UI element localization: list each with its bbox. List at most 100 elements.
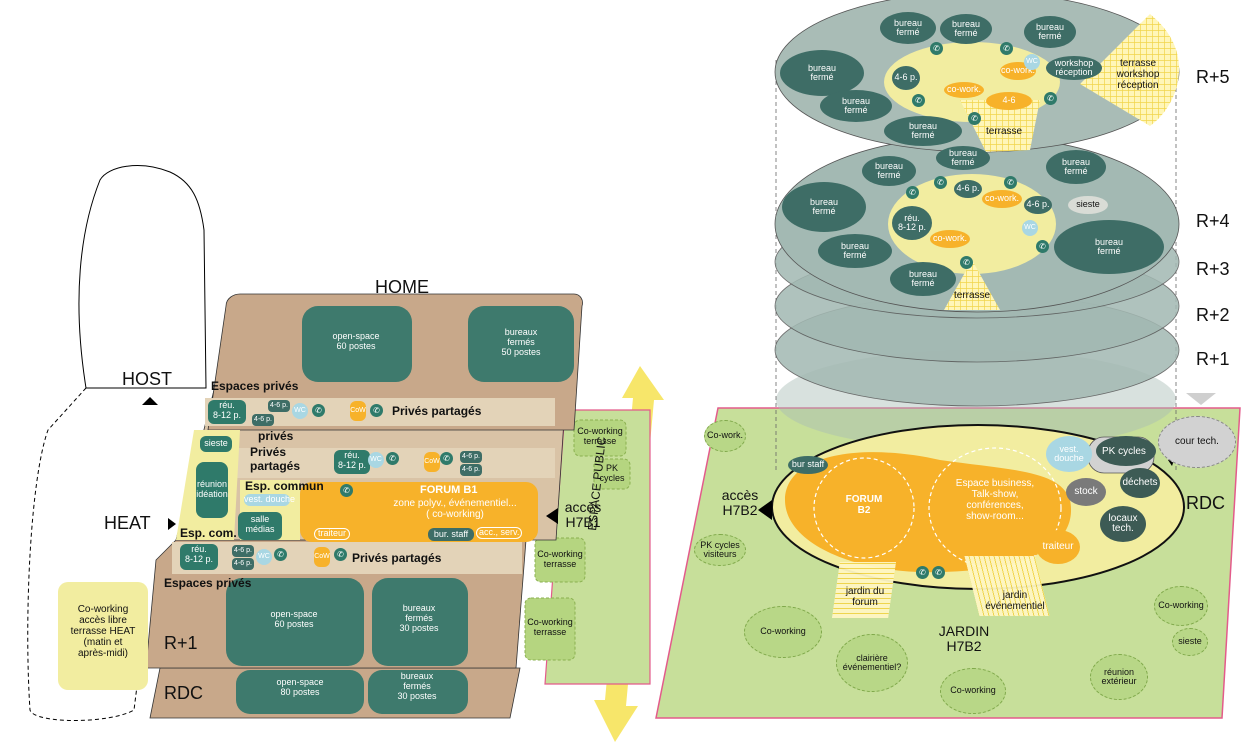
left-terrace: [524, 409, 651, 685]
heat-arrow: [168, 518, 176, 530]
rdc-traiteur: traiteur: [1036, 530, 1080, 564]
r4-46: 4-6 p.: [954, 180, 982, 198]
prives-partages-strip-3: [172, 542, 522, 574]
phone-icon: ✆: [916, 566, 929, 579]
pk-cycles-box: [593, 458, 631, 490]
coworking-terrasse-2-box: [534, 537, 586, 583]
four-six-chip: 4-6 p.: [268, 400, 290, 412]
prives-partages-3: Privés partagés: [352, 551, 442, 565]
forum-zone: [785, 452, 1072, 573]
level-r2: R+2: [1196, 305, 1230, 325]
rdc-coworking-2: Co-working: [940, 668, 1006, 714]
four-six-chip: 4-6 p.: [460, 464, 482, 476]
acces-h7b1-arrow: [546, 508, 558, 524]
salle-medias-bubble: [238, 512, 282, 540]
r4-terrasse: [944, 260, 1000, 310]
reu-bottom-text: réu.8-12 p.: [184, 544, 214, 564]
esp-com-label: Esp. com.: [180, 526, 237, 540]
reu-middle-text: réu.8-12 p.: [337, 450, 367, 470]
r5-terrasse-workshop: [1080, 14, 1180, 126]
level-r5: R+5: [1196, 67, 1230, 87]
sieste-text: sieste: [204, 438, 228, 448]
reunion-ideation-bubble: [196, 462, 228, 518]
phone-icon: ✆: [1000, 42, 1013, 55]
heat-label: HEAT: [104, 513, 151, 533]
espace-business-text: Espace business,Talk-show,conférences,sh…: [955, 478, 1035, 522]
r5-wc: WC: [1024, 54, 1040, 70]
four-six-chip: 4-6 p.: [232, 558, 254, 570]
open-space-top-block: [302, 306, 412, 382]
reu-bottom-bubble: [180, 544, 218, 570]
tri-marker: [1186, 393, 1216, 405]
phone-icon: ✆: [968, 112, 981, 125]
host-label: HOST: [122, 369, 173, 389]
coworking-terrasse-3-box: [524, 597, 576, 661]
phone-icon: ✆: [440, 452, 453, 465]
wc-chip: WC: [368, 452, 384, 468]
phone-icon: ✆: [906, 186, 919, 199]
r4-reu: réu.8-12 p.: [892, 206, 932, 240]
r4-46: 4-6 p.: [1024, 196, 1052, 214]
espaces-prives-bottom: Espaces privés: [164, 576, 252, 590]
r4-sieste: sieste: [1068, 196, 1108, 214]
phone-icon: ✆: [930, 42, 943, 55]
home-label: HOME: [375, 277, 429, 297]
four-six-chip: 4-6 p.: [252, 414, 274, 426]
rdc-cowork: Co-work.: [704, 420, 746, 452]
rdc-coworking-3: Co-working: [1154, 586, 1208, 626]
r5-terrasse: terrasse: [986, 126, 1023, 137]
reu-middle-bubble: [334, 450, 370, 474]
heat-outline: [27, 387, 141, 721]
wc-chip: WC: [292, 403, 308, 419]
r4-cowork: co-work.: [930, 230, 970, 248]
sieste-bubble: [200, 436, 232, 452]
host-arrow: [142, 397, 158, 405]
phone-icon: ✆: [370, 404, 383, 417]
open-space-r1-block: [226, 578, 364, 666]
r5-small: 4-6: [986, 92, 1032, 110]
rdc-coworking-1: Co-working: [744, 606, 822, 658]
open-space-rdc-block: [236, 670, 364, 714]
phone-icon: ✆: [934, 176, 947, 189]
level-r1: R+1: [1196, 349, 1230, 369]
reu-top-text: réu.8-12 p.: [212, 400, 242, 420]
rdc-pk-cycles: PK cycles: [1102, 446, 1146, 457]
r5-cowork: co-work.: [944, 82, 984, 98]
rdc-bur-staff: bur staff: [788, 456, 828, 474]
esp-commun-label: Esp. commun: [245, 479, 324, 493]
phone-icon: ✆: [1004, 176, 1017, 189]
level-r3: R+3: [1196, 259, 1230, 279]
prives-partages-2a: Privés: [250, 445, 287, 459]
coworking-free-box: [58, 582, 148, 690]
rdc-right-label: RDC: [1186, 493, 1225, 513]
level-r4: R+4: [1196, 211, 1230, 231]
phone-icon: ✆: [340, 484, 353, 497]
wc-chip: WC: [256, 549, 272, 565]
phone-icon: ✆: [312, 404, 325, 417]
